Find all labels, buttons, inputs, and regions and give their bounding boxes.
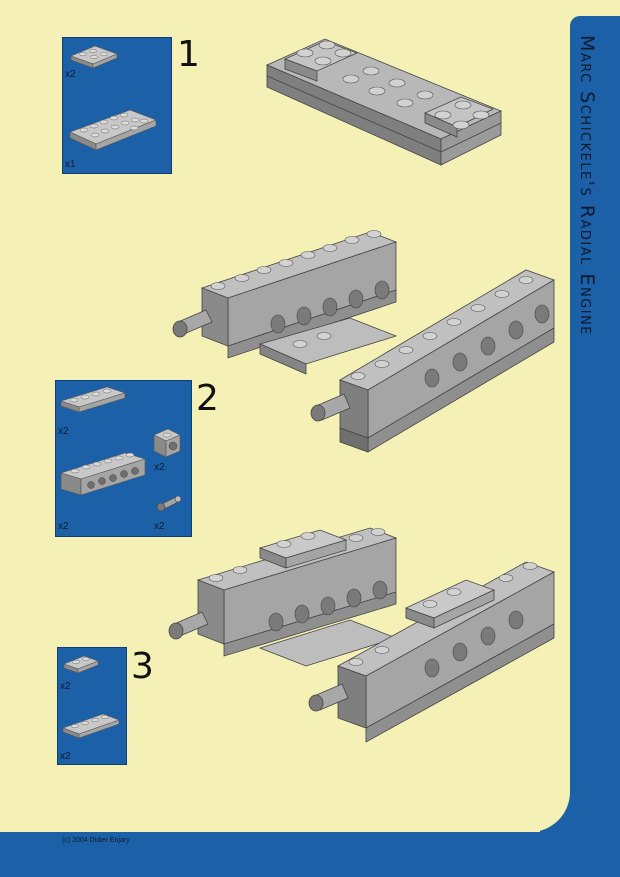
plate-1x4-icon [62,713,120,739]
step-3-part-1-qty: x2 [60,681,71,692]
plate-2x4-icon [70,45,118,69]
step-3-number: 3 [131,646,154,687]
step-3-assembly-image [168,527,555,743]
plate-2x6-icon [69,109,157,151]
step-2-part-1-qty: x2 [58,426,69,437]
step-2-part-2-qty: x2 [154,462,165,473]
technic-brick-1x6-icon [59,452,147,496]
plate-1x2-icon [63,655,99,674]
axle-pin-icon [156,495,182,512]
step-2-assembly-image [172,230,555,453]
sidebar-band [570,16,620,846]
footer-band [0,832,620,877]
step-1-part-1-qty: x2 [65,69,76,80]
step-2-part-4-qty: x2 [154,521,165,532]
step-2-number: 2 [196,378,219,419]
plate-1x4-icon [60,386,126,413]
step-1-parts-box: x2 x1 [62,37,172,174]
step-1-number: 1 [177,34,200,75]
step-1-part-2-qty: x1 [65,159,76,170]
step-3-part-2-qty: x2 [60,751,71,762]
step-2-part-3-qty: x2 [58,521,69,532]
step-1-assembly-image [266,38,502,166]
copyright: (c) 2004 Didier Enjary [62,837,130,844]
technic-brick-1x1-icon [153,428,181,458]
step-3-parts-box: x2 x2 [57,647,127,765]
step-2-parts-box: x2 x2 x2 x2 [55,380,192,537]
